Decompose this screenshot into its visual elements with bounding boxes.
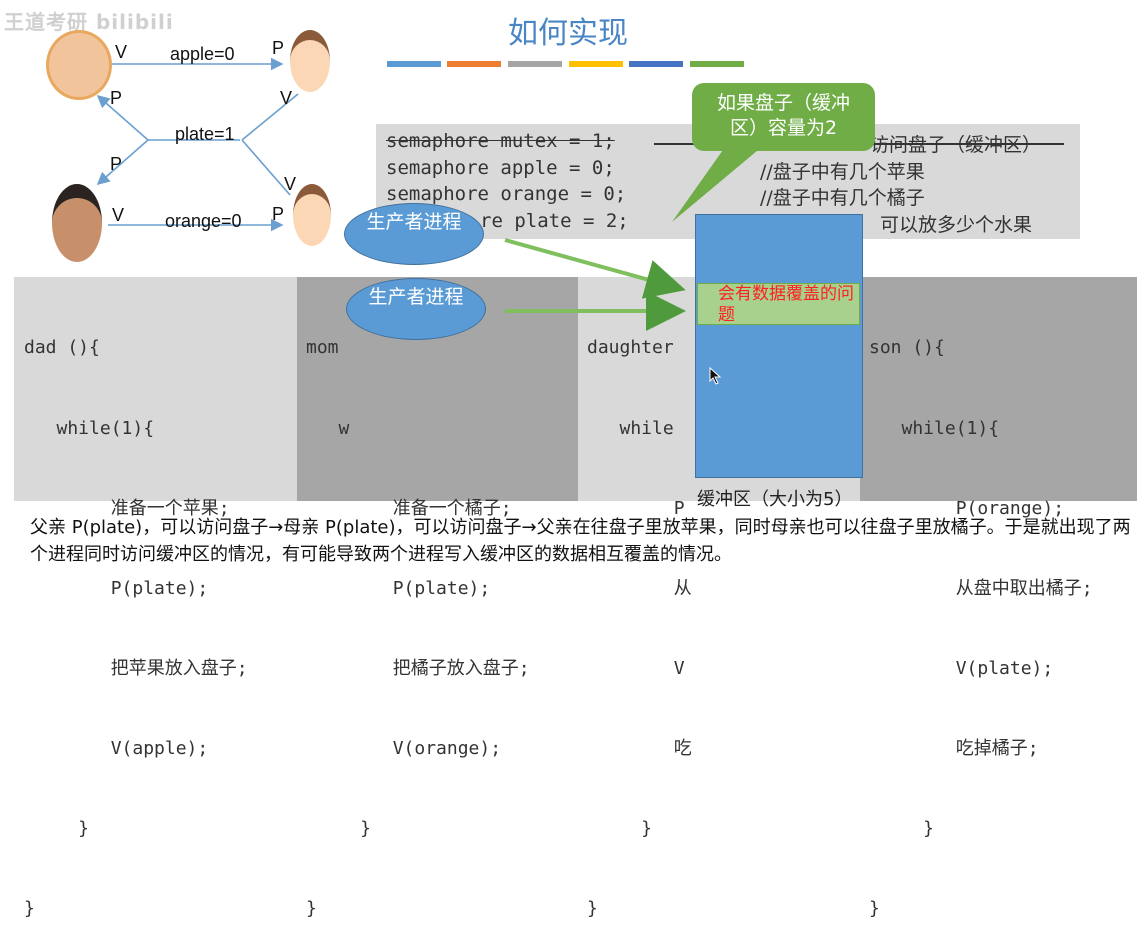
explanation-text: 父亲 P(plate)，可以访问盘子→母亲 P(plate)，可以访问盘子→父亲… bbox=[30, 517, 1131, 565]
son-panel bbox=[860, 277, 1137, 501]
code-line: V(apple); bbox=[24, 737, 209, 759]
code-line: 把苹果放入盘子; bbox=[24, 657, 248, 679]
label-daughter-p: P bbox=[272, 38, 285, 58]
label-plate: plate=1 bbox=[175, 124, 235, 144]
code-line: mom bbox=[306, 337, 339, 359]
mom-avatar bbox=[52, 184, 102, 262]
code-line: V(orange); bbox=[306, 737, 502, 759]
code-line: while(1){ bbox=[24, 417, 155, 439]
code-line: 把橘子放入盘子; bbox=[306, 657, 530, 679]
code-line: w bbox=[306, 417, 350, 439]
label-v-down: V bbox=[284, 174, 297, 194]
label-p-down: P bbox=[110, 154, 123, 174]
title-bar-5 bbox=[629, 61, 683, 67]
title-bar-2 bbox=[447, 61, 501, 67]
code-line: 从 bbox=[587, 577, 692, 599]
capacity-callout: 如果盘子（缓冲区）容量为2 bbox=[692, 83, 875, 151]
semaphore-plate: re plate = 2; bbox=[480, 210, 629, 232]
arrow-plate-to-mom bbox=[96, 139, 149, 186]
dad-panel bbox=[14, 277, 297, 501]
semaphore-mutex-comment: 访问盘子（缓冲区） bbox=[870, 134, 1042, 156]
buffer-label: 缓冲区（大小为5） bbox=[697, 489, 853, 510]
semaphore-orange: semaphore orange = 0; bbox=[386, 183, 627, 205]
label-p-up: P bbox=[110, 88, 123, 108]
arrow-plate-to-dad bbox=[96, 94, 149, 141]
code-line: while(1){ bbox=[869, 417, 1000, 439]
code-line: } bbox=[587, 818, 653, 840]
semaphore-apple-comment: //盘子中有几个苹果 bbox=[760, 161, 925, 183]
code-line: son (){ bbox=[869, 337, 945, 359]
arrow-daughter-to-plate bbox=[241, 93, 299, 141]
code-line: } bbox=[869, 818, 935, 840]
callout-tail bbox=[672, 140, 770, 222]
code-line: } bbox=[24, 898, 35, 920]
label-v-up: V bbox=[280, 88, 293, 108]
code-line: 从盘中取出橘子; bbox=[869, 577, 1093, 599]
title-bar-4 bbox=[569, 61, 623, 67]
code-line: while bbox=[587, 417, 674, 439]
code-line: P(plate); bbox=[24, 577, 209, 599]
title-bar-6 bbox=[690, 61, 744, 67]
watermark: 王道考研 bilibili bbox=[4, 10, 174, 34]
producer-arrows bbox=[504, 238, 686, 331]
producer-process-1: 生产者进程 bbox=[344, 203, 484, 265]
code-line: V(plate); bbox=[869, 657, 1054, 679]
label-orange: orange=0 bbox=[165, 211, 242, 231]
code-line: V bbox=[587, 657, 685, 679]
buffer-box bbox=[695, 214, 863, 478]
code-line: dad (){ bbox=[24, 337, 100, 359]
producer-process-2: 生产者进程 bbox=[346, 278, 486, 340]
code-line: } bbox=[24, 818, 90, 840]
code-line: P(plate); bbox=[306, 577, 491, 599]
code-line: 吃 bbox=[587, 737, 692, 759]
label-mom-v: V bbox=[112, 205, 125, 225]
son-avatar bbox=[293, 184, 331, 246]
code-line: 吃掉橘子; bbox=[869, 737, 1039, 759]
semaphore-plate-comment: 可以放多少个水果 bbox=[880, 214, 1033, 236]
code-line: } bbox=[587, 898, 598, 920]
label-apple: apple=0 bbox=[170, 44, 235, 64]
code-line: daughter bbox=[587, 337, 674, 359]
code-line: } bbox=[306, 818, 372, 840]
label-son-p: P bbox=[272, 204, 285, 224]
slide-title: 如何实现 bbox=[508, 16, 628, 51]
code-line: 准备一个橘子; bbox=[306, 497, 512, 519]
label-dad-v: V bbox=[115, 42, 128, 62]
daughter-avatar bbox=[290, 30, 330, 92]
overwrite-note: 会有数据覆盖的问题 bbox=[697, 283, 860, 325]
code-line: 准备一个苹果; bbox=[24, 497, 230, 519]
semaphore-orange-comment: //盘子中有几个橘子 bbox=[760, 187, 925, 209]
mouse-cursor-icon bbox=[709, 367, 722, 385]
dad-avatar bbox=[46, 30, 112, 100]
semaphore-apple: semaphore apple = 0; bbox=[386, 157, 615, 179]
code-line: } bbox=[869, 898, 880, 920]
title-bar-1 bbox=[387, 61, 441, 67]
code-line: } bbox=[306, 898, 317, 920]
code-line: P(orange); bbox=[869, 497, 1065, 519]
title-bar-3 bbox=[508, 61, 562, 67]
arrow-son-to-plate bbox=[241, 139, 291, 196]
semaphore-mutex: semaphore mutex = 1; bbox=[386, 130, 615, 152]
code-line: P bbox=[587, 497, 685, 519]
relation-arrows bbox=[96, 57, 299, 232]
arrow-producer1-to-buffer bbox=[504, 238, 686, 299]
